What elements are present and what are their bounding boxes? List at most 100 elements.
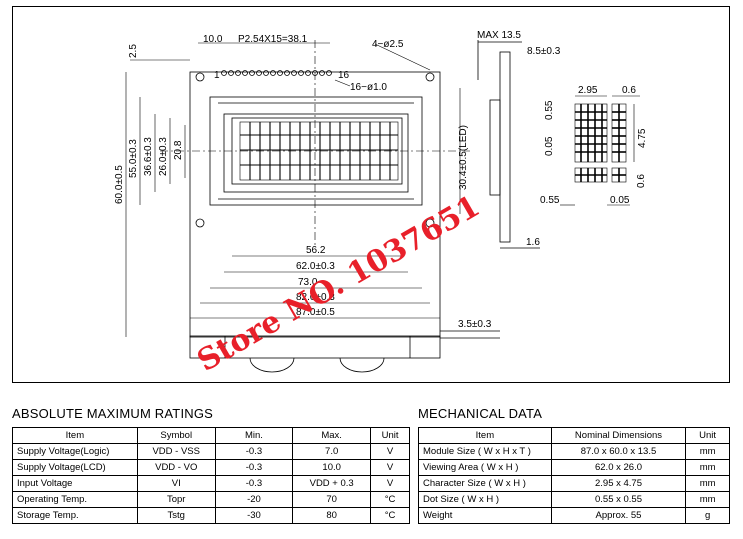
cell-item: Supply Voltage(LCD) bbox=[12, 459, 138, 476]
cell-unit: mm bbox=[685, 443, 730, 460]
mechanical-drawing: 10.0 P2.54X15=38.1 16 1 16−ø1.0 4−ø2.5 2… bbox=[114, 30, 648, 379]
dim-aa-h: 20.8 bbox=[173, 140, 184, 160]
dim-gap1: 0.05 bbox=[544, 136, 555, 156]
character-detail bbox=[560, 95, 640, 206]
dim-va-h: 26.0±0.3 bbox=[158, 137, 169, 176]
table-row: Character Size ( W x H ) 2.95 x 4.75 mm bbox=[418, 475, 730, 492]
mount-hole bbox=[195, 218, 205, 228]
dim-dot-w: 0.55 bbox=[540, 195, 560, 206]
cell-nominal: 62.0 x 26.0 bbox=[550, 459, 687, 476]
dim-pin1: 1 bbox=[214, 70, 220, 81]
cell-item: Input Voltage bbox=[12, 475, 138, 492]
cell-nominal: 87.0 x 60.0 x 13.5 bbox=[550, 443, 687, 460]
dim-window-w: 73.0 bbox=[298, 277, 318, 288]
cell-item: Dot Size ( W x H ) bbox=[418, 491, 552, 508]
cell-item: Character Size ( W x H ) bbox=[418, 475, 552, 492]
mech-title: MECHANICAL DATA bbox=[418, 406, 543, 421]
mount-hole bbox=[425, 72, 435, 82]
cell-unit: mm bbox=[685, 475, 730, 492]
header-unit: Unit bbox=[685, 427, 730, 444]
cell-min: -0.3 bbox=[214, 459, 294, 476]
cell-unit: mm bbox=[685, 459, 730, 476]
side-view bbox=[477, 40, 540, 249]
table-header-row: Item Symbol Min. Max. Unit bbox=[12, 427, 410, 444]
dim-gap-h: 0.6 bbox=[636, 174, 647, 188]
dim-char-w: 2.95 bbox=[578, 85, 598, 96]
cell-max: 80 bbox=[292, 507, 372, 524]
dim-width: 87.0±0.5 bbox=[296, 307, 335, 318]
cell-unit: V bbox=[370, 443, 410, 460]
cell-item: Weight bbox=[418, 507, 552, 524]
store-watermark: Store NO. 1037651 bbox=[192, 189, 486, 379]
table-row: Viewing Area ( W x H ) 62.0 x 26.0 mm bbox=[418, 459, 730, 476]
cell-min: -20 bbox=[214, 491, 294, 508]
dim-max-thickness: MAX 13.5 bbox=[477, 30, 521, 41]
table-row: Supply Voltage(LCD) VDD - VO -0.3 10.0 V bbox=[12, 459, 410, 476]
mount-hole bbox=[195, 72, 205, 82]
cell-symbol: Tstg bbox=[136, 507, 216, 524]
mount-hole bbox=[425, 218, 435, 228]
cell-min: -0.3 bbox=[214, 443, 294, 460]
cell-symbol: Topr bbox=[136, 491, 216, 508]
cell-min: -30 bbox=[214, 507, 294, 524]
viewing-window bbox=[223, 113, 409, 193]
cell-symbol: VDD - VSS bbox=[136, 443, 216, 460]
front-view bbox=[189, 330, 500, 373]
table-row: Storage Temp. Tstg -30 80 °C bbox=[12, 507, 410, 524]
dim-bezel-w: 82.0±0.3 bbox=[296, 292, 335, 303]
header-min: Min. bbox=[214, 427, 294, 444]
cell-item: Viewing Area ( W x H ) bbox=[418, 459, 552, 476]
cell-item: Module Size ( W x H x T ) bbox=[418, 443, 552, 460]
pin-holes bbox=[221, 70, 332, 76]
dim-pitch-offset: 10.0 bbox=[203, 34, 223, 45]
cell-unit: V bbox=[370, 459, 410, 476]
cell-nominal: 0.55 x 0.55 bbox=[550, 491, 687, 508]
cell-unit: V bbox=[370, 475, 410, 492]
cell-item: Storage Temp. bbox=[12, 507, 138, 524]
header-item: Item bbox=[12, 427, 138, 444]
dim-window-h: 36.6±0.3 bbox=[143, 137, 154, 176]
cell-unit: °C bbox=[370, 491, 410, 508]
dim-aa-w: 56.2 bbox=[306, 245, 326, 256]
dim-height: 60.0±0.5 bbox=[114, 165, 125, 204]
dim-backlight: 8.5±0.3 bbox=[527, 46, 561, 57]
table-row: Supply Voltage(Logic) VDD - VSS -0.3 7.0… bbox=[12, 443, 410, 460]
table-row: Weight Approx. 55 g bbox=[418, 507, 730, 524]
header-nominal: Nominal Dimensions bbox=[550, 427, 687, 444]
cell-max: 70 bbox=[292, 491, 372, 508]
dim-dot: 0.55 bbox=[544, 100, 555, 120]
dim-pitch: P2.54X15=38.1 bbox=[238, 34, 308, 45]
cell-item: Supply Voltage(Logic) bbox=[12, 443, 138, 460]
dim-gap2: 0.05 bbox=[610, 195, 630, 206]
mechanical-data-table: Item Nominal Dimensions Unit Module Size… bbox=[418, 427, 730, 524]
dim-char-h: 4.75 bbox=[637, 128, 648, 148]
cell-min: -0.3 bbox=[214, 475, 294, 492]
dim-pin-hole: 16−ø1.0 bbox=[350, 82, 387, 93]
cell-unit: g bbox=[685, 507, 730, 524]
header-max: Max. bbox=[292, 427, 372, 444]
cell-symbol: VI bbox=[136, 475, 216, 492]
dim-bezel-h: 55.0±0.3 bbox=[128, 139, 139, 178]
cell-item: Operating Temp. bbox=[12, 491, 138, 508]
drawing-frame bbox=[12, 6, 730, 383]
table-row: Module Size ( W x H x T ) 87.0 x 60.0 x … bbox=[418, 443, 730, 460]
cell-unit: °C bbox=[370, 507, 410, 524]
cell-max: 7.0 bbox=[292, 443, 372, 460]
dim-top-margin: 2.5 bbox=[128, 44, 139, 58]
dim-mount-hole: 4−ø2.5 bbox=[372, 39, 404, 50]
cell-symbol: VDD - VO bbox=[136, 459, 216, 476]
table-row: Operating Temp. Topr -20 70 °C bbox=[12, 491, 410, 508]
cell-nominal: 2.95 x 4.75 bbox=[550, 475, 687, 492]
cell-nominal: Approx. 55 bbox=[550, 507, 687, 524]
dim-va-w: 62.0±0.3 bbox=[296, 261, 335, 272]
dim-gap-w: 0.6 bbox=[622, 85, 636, 96]
dim-pcb: 1.6 bbox=[526, 237, 540, 248]
header-unit: Unit bbox=[370, 427, 410, 444]
dim-led-h: 30.4±0.5(LED) bbox=[458, 125, 469, 190]
amr-title: ABSOLUTE MAXIMUM RATINGS bbox=[12, 406, 214, 421]
table-row: Dot Size ( W x H ) 0.55 x 0.55 mm bbox=[418, 491, 730, 508]
dim-front-height: 3.5±0.3 bbox=[458, 319, 492, 330]
cell-max: 10.0 bbox=[292, 459, 372, 476]
table-header-row: Item Nominal Dimensions Unit bbox=[418, 427, 730, 444]
header-item: Item bbox=[418, 427, 552, 444]
